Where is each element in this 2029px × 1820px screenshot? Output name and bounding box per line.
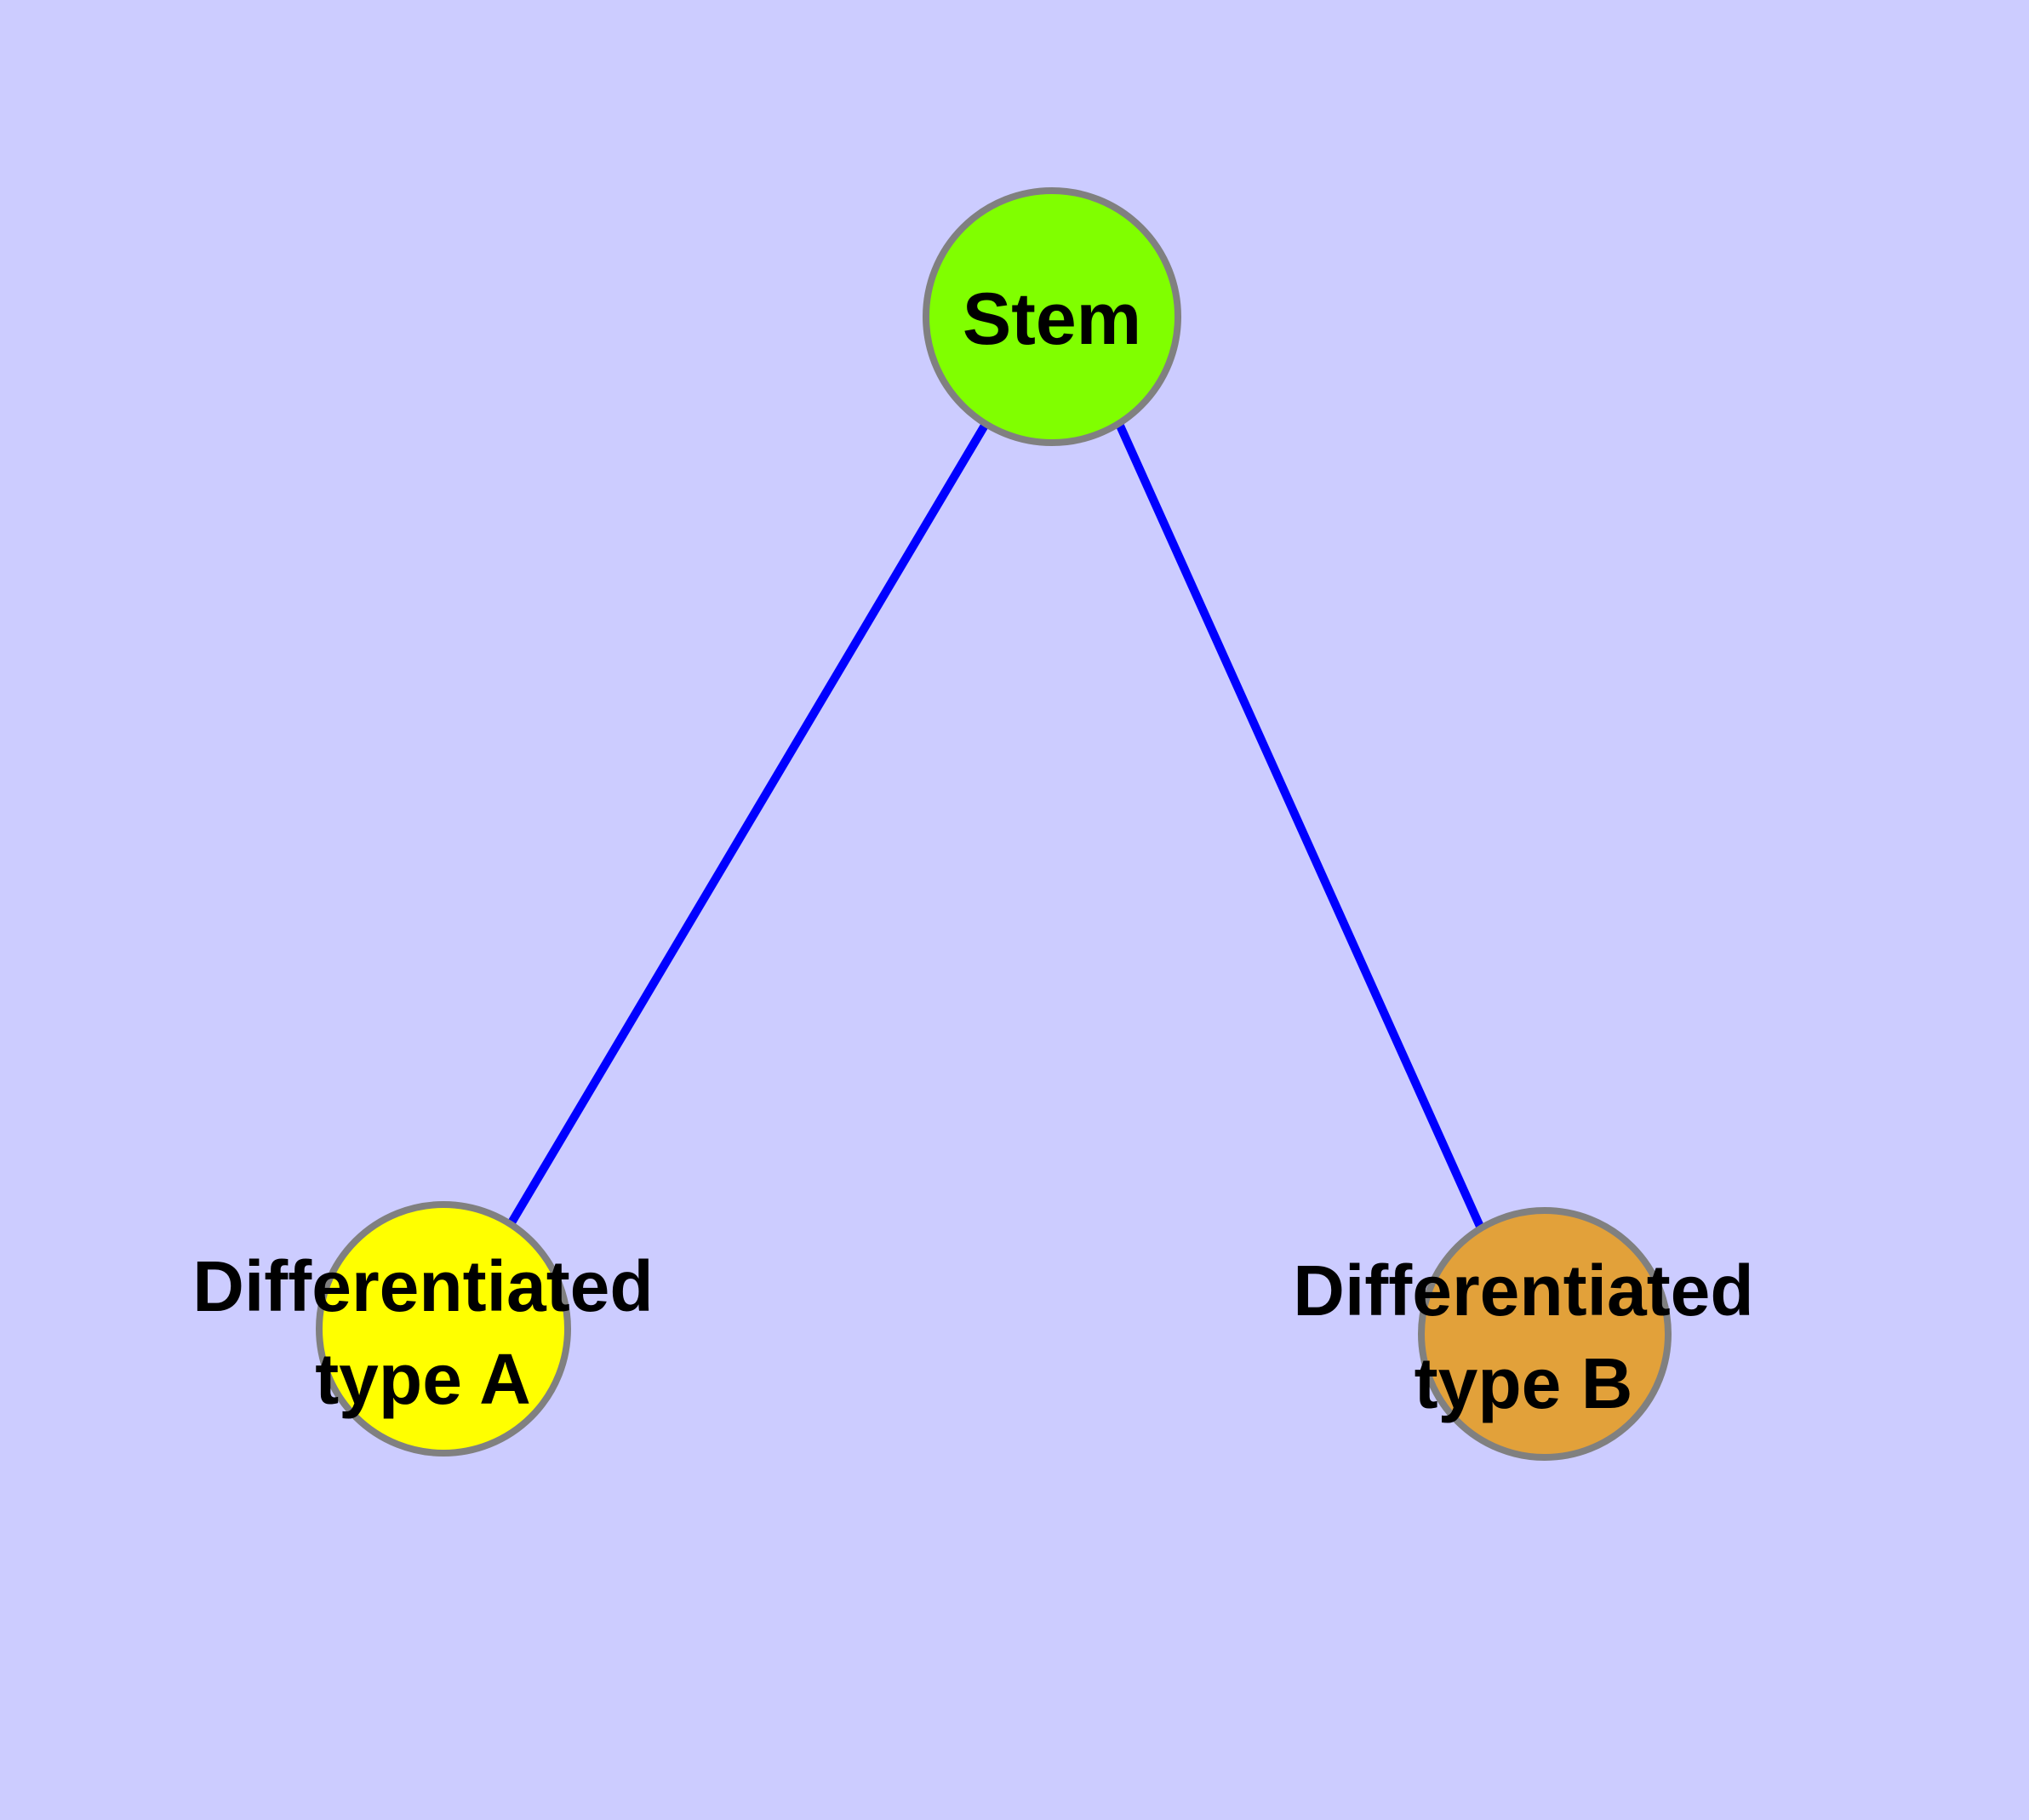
edge-stem-to-differentiated-type-a[interactable]: [506, 421, 990, 1227]
node-differentiated-type-b-label-line2: type B: [1415, 1343, 1633, 1423]
node-stem-circle[interactable]: [923, 187, 1181, 446]
node-stem-label-line1: Stem: [963, 278, 1141, 360]
node-differentiated-type-a-label-line1: Differentiated: [192, 1246, 653, 1326]
node-differentiated-type-a-circle[interactable]: [316, 1201, 571, 1457]
node-differentiated-type-b[interactable]: Differentiated type B: [1293, 1207, 1754, 1461]
node-differentiated-type-b-label-line1: Differentiated: [1293, 1251, 1753, 1331]
edge-layer: [506, 421, 1485, 1231]
node-differentiated-type-a-label-line2: type A: [315, 1339, 531, 1419]
node-stem[interactable]: Stem: [923, 187, 1181, 446]
edge-stem-to-differentiated-type-b[interactable]: [1116, 423, 1485, 1231]
node-differentiated-type-a[interactable]: Differentiated type A: [192, 1201, 654, 1457]
node-differentiated-type-b-circle[interactable]: [1418, 1207, 1672, 1461]
